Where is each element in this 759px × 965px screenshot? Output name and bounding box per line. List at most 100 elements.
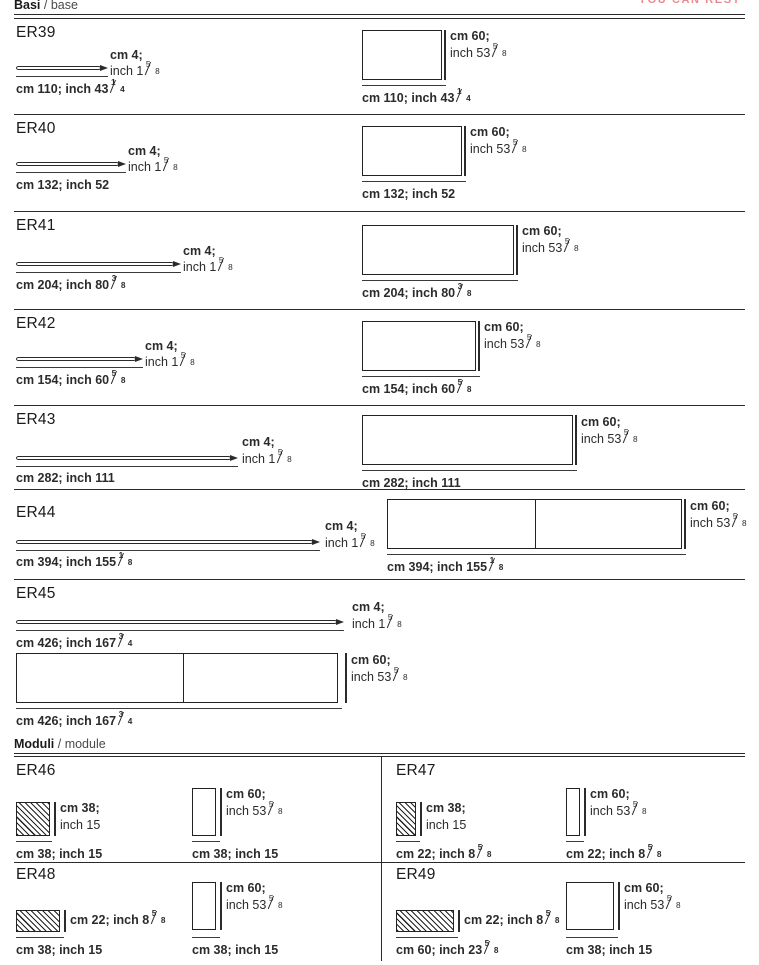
thickness-cm-label: cm 4; — [325, 519, 358, 533]
profile-tip — [118, 161, 126, 167]
profile-tip — [230, 455, 238, 461]
front-width-rule — [192, 841, 220, 842]
thickness-cm-label: cm 4; — [183, 244, 216, 258]
swatch-width-label: cm 38; inch 15 — [16, 847, 103, 861]
spec-row-er40: ER40 cm 4; inch 1 58 cm 132; inch 52 cm … — [0, 114, 759, 210]
elevation-profile — [16, 619, 344, 626]
depth-inch-label: inch 53 58 — [484, 333, 541, 354]
front-height-cm-label: cm 60; — [226, 881, 266, 895]
row-divider — [14, 309, 745, 310]
elevation-width-rule — [16, 367, 143, 368]
product-code: ER46 — [16, 762, 56, 779]
swatch-width-rule — [16, 937, 64, 938]
section-title-en: / module — [57, 737, 106, 751]
elevation-width-label: cm 426; inch 167 34 — [16, 632, 132, 653]
profile-slab — [16, 456, 231, 460]
elevation-width-rule — [16, 466, 238, 467]
plan-width-label: cm 154; inch 60 58 — [362, 378, 471, 399]
swatch-width-label: cm 38; inch 15 — [16, 943, 103, 957]
swatch-width-rule — [396, 937, 458, 938]
elevation-width-rule — [16, 630, 344, 631]
plan-width-rule — [387, 554, 686, 555]
profile-tip — [336, 619, 344, 625]
depth-cm-label: cm 60; — [470, 125, 510, 139]
section-title-it: Basi — [14, 0, 41, 12]
thickness-inch-label: inch 1 58 — [110, 60, 160, 81]
elevation-width-label: cm 110; inch 43 14 — [16, 78, 125, 99]
front-width-rule — [192, 937, 220, 938]
module-hatched-swatch — [396, 802, 416, 836]
row-divider — [14, 862, 745, 863]
front-height-inch-label: inch 53 58 — [226, 894, 283, 915]
thickness-inch-label: inch 1 58 — [325, 532, 375, 553]
product-code: ER43 — [16, 411, 56, 428]
plan-rectangle — [362, 30, 442, 80]
row-divider — [14, 579, 745, 580]
plan-width-label: cm 110; inch 43 14 — [362, 87, 471, 108]
front-height-marker — [584, 788, 586, 836]
product-code: ER48 — [16, 866, 56, 883]
elevation-profile — [16, 161, 126, 168]
swatch-height-marker — [54, 802, 56, 836]
swatch-height-label: cm 22; inch 8 58 — [70, 909, 166, 930]
front-height-marker — [618, 882, 620, 930]
spec-row-er46: ER46 cm 38; inch 15 cm 38; inch 15 cm 60… — [0, 756, 759, 862]
plan-width-rule — [16, 708, 342, 709]
row-divider — [14, 211, 745, 212]
plan-rectangle — [362, 126, 462, 176]
product-code: ER41 — [16, 217, 56, 234]
thickness-cm-label: cm 4; — [110, 48, 143, 62]
row-divider — [14, 405, 745, 406]
product-code: ER39 — [16, 24, 56, 41]
product-code: ER40 — [16, 120, 56, 137]
elevation-width-rule — [16, 172, 126, 173]
swatch-height-inch-label: inch 15 — [426, 818, 467, 832]
plan-width-label: cm 282; inch 111 — [362, 476, 461, 490]
swatch-height-marker — [420, 802, 422, 836]
spec-row-er49: ER49 cm 22; inch 8 58 cm 60; inch 23 58 … — [0, 862, 759, 962]
swatch-width-label: cm 60; inch 23 58 — [396, 939, 498, 960]
profile-tip — [135, 356, 143, 362]
plan-rectangle — [16, 653, 338, 703]
brand-tagline: YOU CAN REST — [638, 0, 741, 6]
spec-row-er45: ER45 cm 4; inch 1 58 cm 426; inch 167 34… — [0, 579, 759, 731]
spec-row-er44: ER44 cm 4; inch 1 58 cm 394; inch 155 18… — [0, 489, 759, 579]
elevation-width-rule — [16, 550, 320, 551]
section-title-it: Moduli — [14, 737, 55, 751]
front-width-label: cm 38; inch 15 — [192, 943, 279, 957]
elevation-profile — [16, 65, 108, 72]
thickness-cm-label: cm 4; — [145, 339, 178, 353]
depth-inch-label: inch 53 58 — [522, 237, 579, 258]
elevation-width-label: cm 132; inch 52 — [16, 178, 110, 192]
elevation-width-rule — [16, 76, 108, 77]
front-width-label: cm 22; inch 8 58 — [566, 843, 662, 864]
spec-row-er41: ER41 cm 4; inch 1 58 cm 204; inch 80 38 … — [0, 211, 759, 309]
module-front-rectangle — [566, 882, 614, 930]
product-code: ER44 — [16, 504, 56, 521]
front-height-marker — [220, 788, 222, 836]
thickness-inch-label: inch 1 58 — [128, 156, 178, 177]
plan-width-rule — [362, 280, 518, 281]
front-height-cm-label: cm 60; — [624, 881, 664, 895]
depth-inch-label: inch 53 58 — [351, 666, 408, 687]
plan-width-rule — [362, 376, 480, 377]
product-code: ER49 — [396, 866, 436, 883]
elevation-width-label: cm 394; inch 155 18 — [16, 551, 132, 572]
product-code: ER45 — [16, 585, 56, 602]
depth-cm-label: cm 60; — [351, 653, 391, 667]
front-width-rule — [566, 841, 584, 842]
elevation-width-label: cm 154; inch 60 58 — [16, 369, 125, 390]
profile-tip — [100, 65, 108, 71]
depth-cm-label: cm 60; — [690, 499, 730, 513]
front-height-cm-label: cm 60; — [590, 787, 630, 801]
row-divider — [14, 114, 745, 115]
front-height-cm-label: cm 60; — [226, 787, 266, 801]
depth-inch-label: inch 53 58 — [470, 138, 527, 159]
spec-row-er42: ER42 cm 4; inch 1 58 cm 154; inch 60 58 … — [0, 309, 759, 405]
plan-width-rule — [362, 470, 577, 471]
depth-cm-label: cm 60; — [522, 224, 562, 238]
thickness-cm-label: cm 4; — [352, 600, 385, 614]
row-divider — [14, 756, 745, 757]
thickness-cm-label: cm 4; — [242, 435, 275, 449]
profile-slab — [16, 357, 136, 361]
